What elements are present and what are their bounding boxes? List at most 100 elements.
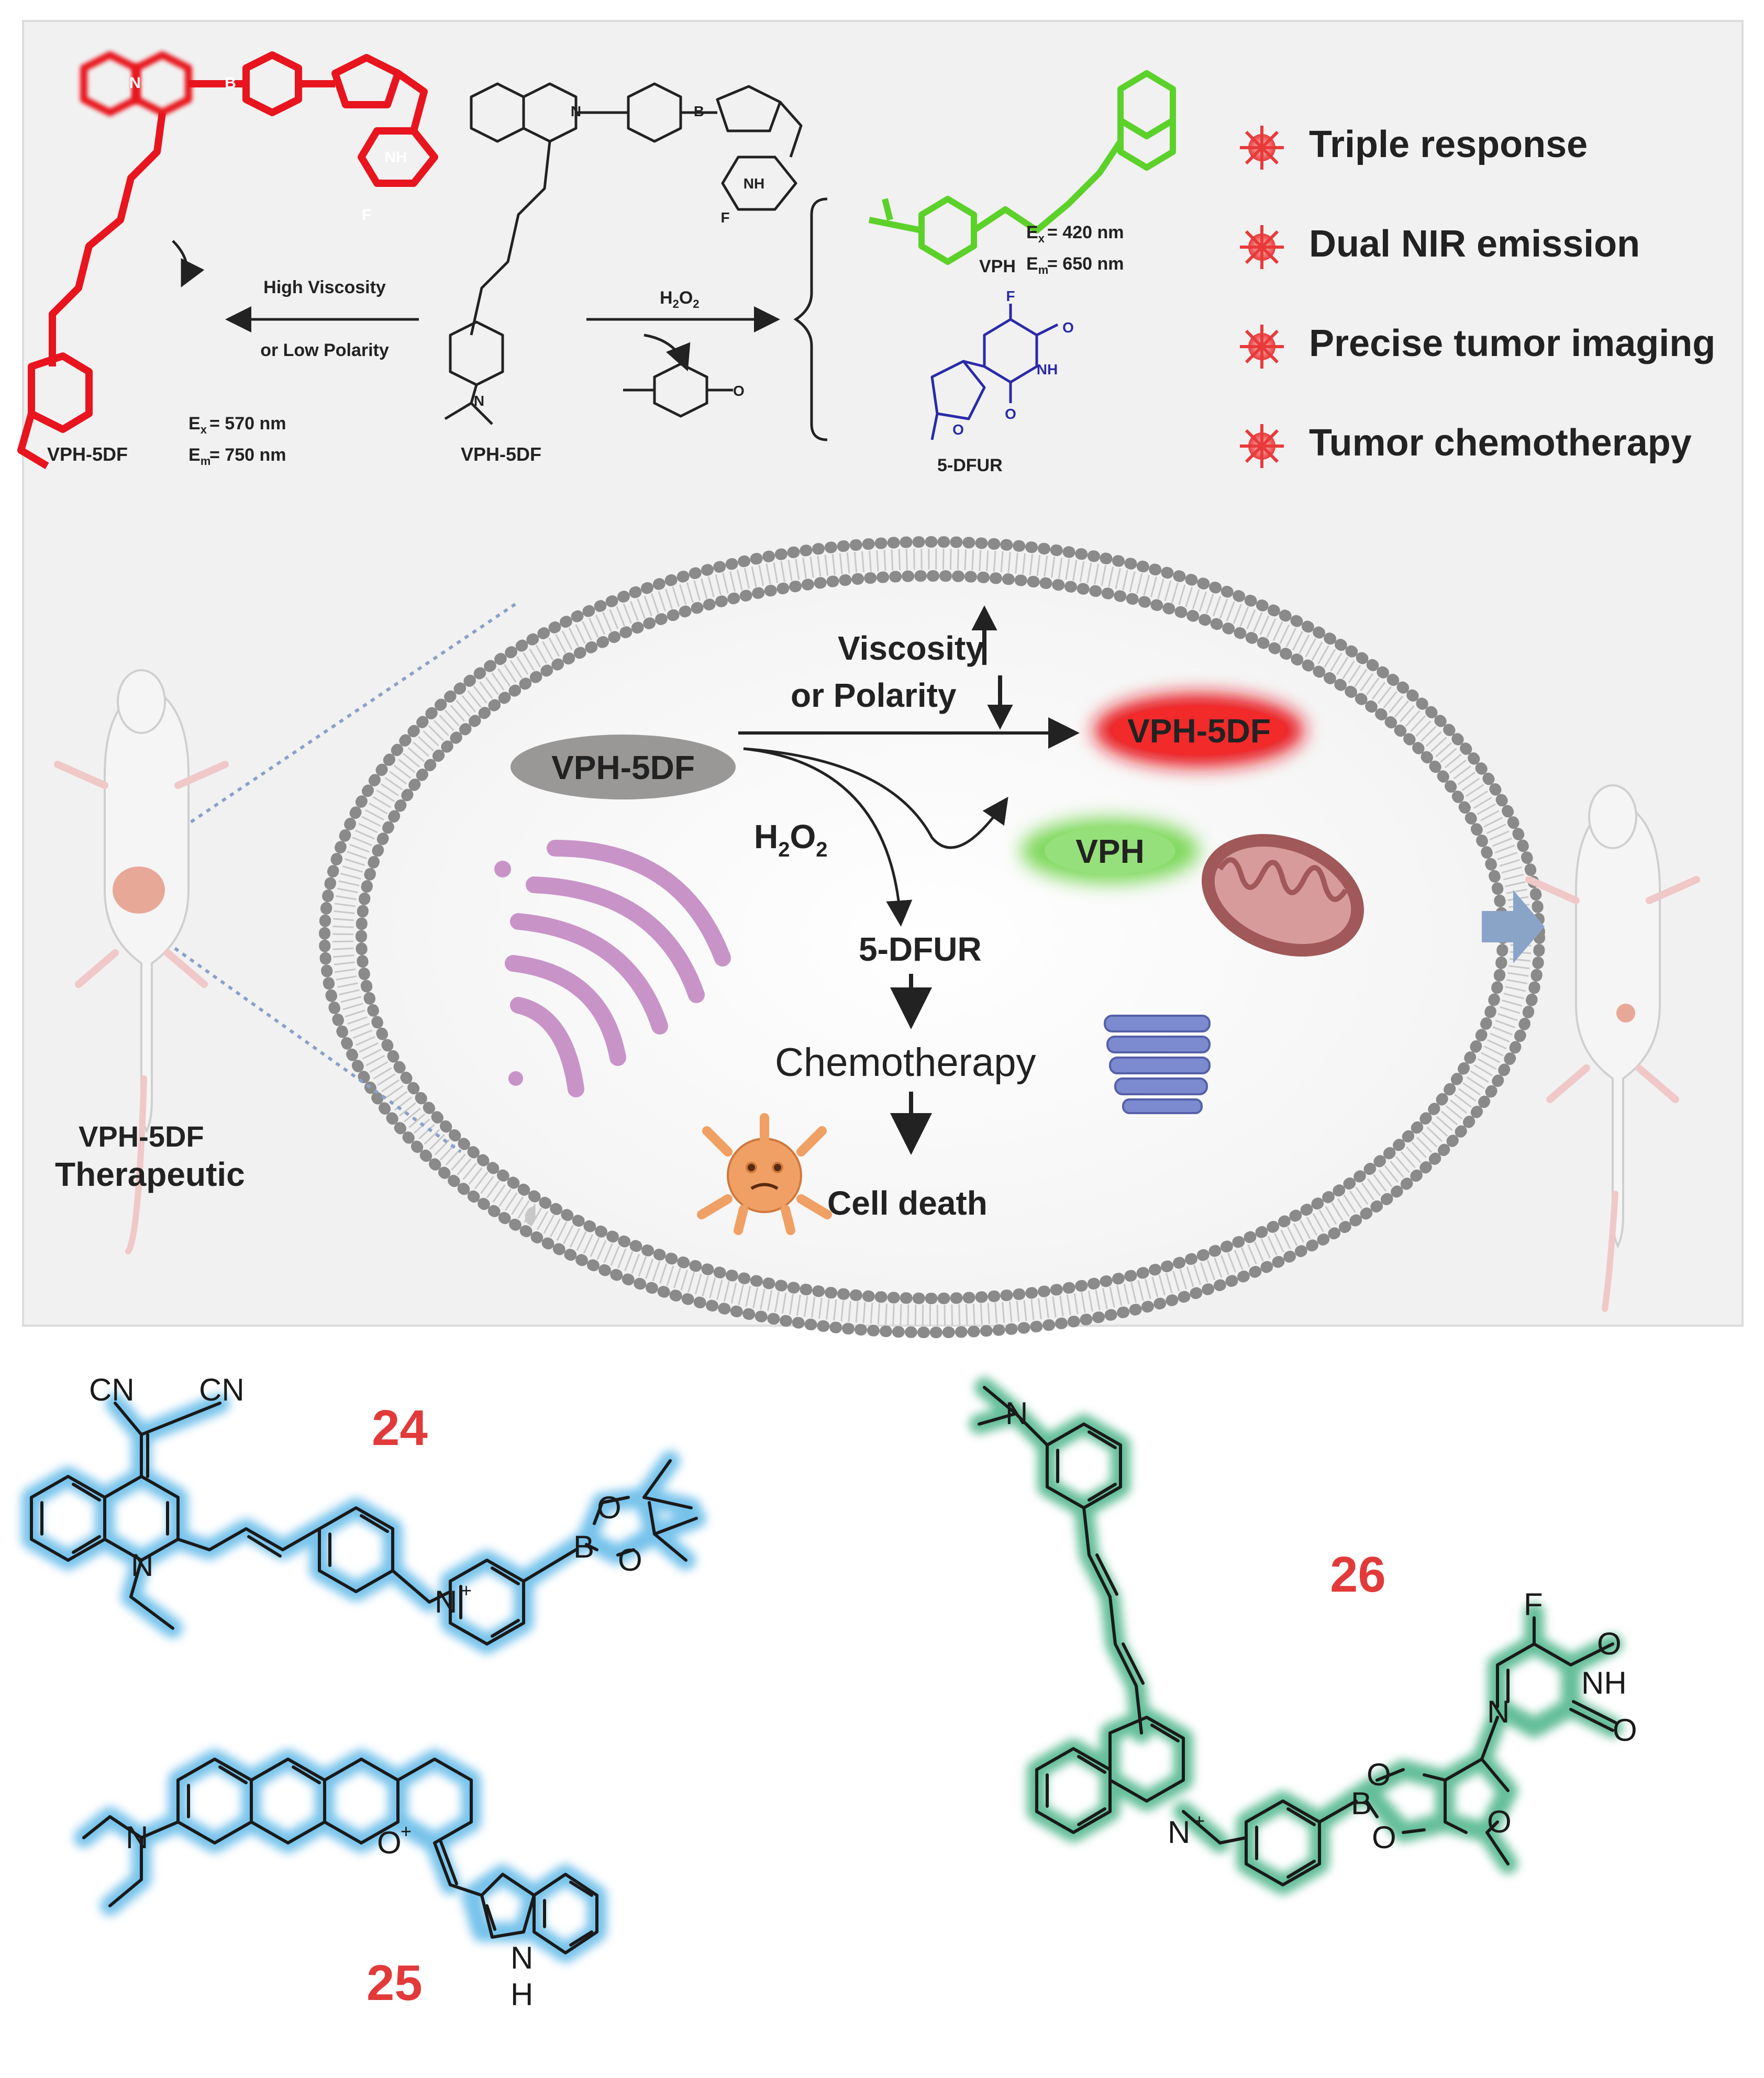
atom-o-26a: O — [1367, 1757, 1391, 1792]
atom-plus-24: + — [461, 1580, 472, 1601]
compound-number-26: 26 — [1330, 1547, 1386, 1603]
atom-n-24: N — [131, 1548, 153, 1583]
atom-b: B — [225, 74, 236, 92]
atom-o-byproduct: O — [733, 383, 745, 399]
feature-label: Triple response — [1309, 124, 1588, 165]
atom-o-dfur-1: O — [1062, 319, 1074, 336]
atom-n-center: N — [474, 393, 484, 409]
compound-26-structure: N N + B O O O N F O NH O — [969, 1377, 1637, 1895]
atom-n-plus: N — [129, 74, 141, 92]
zoom-line-top — [151, 601, 519, 850]
feature-item: Precise tumor imaging — [1248, 323, 1715, 364]
cell-reagent-h2o2: H2O2 — [754, 818, 828, 861]
cell-chemotherapy-label: Chemotherapy — [775, 1040, 1036, 1085]
cell-polarity-label: or Polarity — [791, 676, 957, 714]
ex-value-right: = 420 nm — [1047, 223, 1124, 242]
atom-n-plus-26: N — [1168, 1815, 1190, 1850]
mouse-caption-line2: Therapeutic — [55, 1155, 245, 1193]
atom-f-dfur: F — [1006, 288, 1015, 304]
dfur-blue-labels: F NH O O O — [952, 288, 1074, 438]
feature-label: Dual NIR emission — [1309, 223, 1640, 265]
atom-nh-25-n: N — [511, 1940, 533, 1975]
cell-vph-label: VPH — [1075, 832, 1145, 870]
mouse-with-tumor-illustration — [54, 669, 229, 1254]
atom-cn-1: CN — [89, 1372, 135, 1407]
mitochondrion-icon — [1202, 834, 1364, 957]
treatment-arrow-icon — [1482, 890, 1545, 963]
vph5df-center-structure — [444, 82, 803, 425]
atom-o-26c: O — [1487, 1804, 1512, 1839]
atom-o-24b: O — [618, 1542, 642, 1577]
cell-probe-label: VPH-5DF — [551, 749, 695, 786]
atom-nh: NH — [384, 149, 407, 166]
compound-number-24: 24 — [372, 1400, 428, 1456]
compound-24-structure: CN CN N N + B O O — [21, 1372, 706, 1654]
rotation-arrow — [172, 240, 205, 287]
cell-curve-to-vph — [743, 747, 1008, 849]
cell-curve-to-dfur — [743, 747, 913, 927]
treated-mouse-illustration — [1525, 784, 1700, 1312]
atom-f-center: F — [720, 209, 729, 226]
atom-o-26b: O — [1372, 1820, 1396, 1855]
vph-green-structure — [868, 70, 1176, 265]
label-vph5df-center: VPH-5DF — [461, 443, 541, 465]
atom-plus-25: + — [401, 1820, 412, 1842]
atom-o-dfur-2: O — [1005, 406, 1016, 422]
byproduct-curved-arrow — [644, 334, 691, 372]
dfur-blue-structure — [930, 304, 1059, 440]
em-value-left: = 750 nm — [209, 445, 286, 465]
vph5df-red-labels: N B NH F — [129, 74, 407, 224]
vesicle-icon — [508, 1071, 523, 1086]
feature-list: Triple response Dual NIR emission Precis… — [1240, 124, 1715, 468]
mouse-caption-line1: VPH-5DF — [79, 1120, 204, 1153]
vph-green-core — [1045, 827, 1175, 874]
endoplasmic-reticulum-icon — [1104, 1015, 1211, 1114]
atom-o-plus-25: O — [377, 1825, 402, 1860]
atom-nh-26: NH — [1581, 1665, 1627, 1701]
em-value-right: = 650 nm — [1047, 254, 1124, 274]
cell-product-label: VPH-5DF — [1127, 712, 1271, 750]
product-bracket — [793, 197, 828, 441]
dying-cancer-cell-icon — [697, 1113, 832, 1235]
quinone-methide-byproduct — [623, 362, 733, 418]
atom-nh-dfur: NH — [1037, 361, 1058, 377]
atom-nh-25-h: H — [511, 1977, 533, 2012]
atom-o-24a: O — [597, 1490, 622, 1525]
atom-n-25: N — [126, 1820, 148, 1855]
atom-f-26: F — [1524, 1587, 1543, 1622]
compound-25-structure: N O + N H — [74, 1749, 607, 2012]
atom-n-plus-center: N — [571, 103, 581, 119]
probe-pill — [511, 735, 736, 799]
condition-low-polarity: or Low Polarity — [260, 340, 389, 360]
atom-f: F — [362, 206, 371, 224]
atom-cn-2: CN — [199, 1372, 245, 1407]
label-vph: VPH — [979, 257, 1016, 276]
atom-b-26: B — [1351, 1786, 1372, 1821]
star-rays — [1240, 126, 1284, 468]
atom-n-26b: N — [1487, 1694, 1510, 1729]
vph5df-red-structure — [17, 51, 438, 470]
product-red-core — [1113, 705, 1285, 755]
label-5-dfur-top: 5-DFUR — [937, 455, 1003, 475]
atom-n-26: N — [1005, 1396, 1028, 1431]
atom-b-24: B — [573, 1529, 594, 1564]
vph5df-center-labels: N B NH F N — [474, 103, 764, 409]
atom-plus-26: + — [1194, 1810, 1205, 1831]
cell-drug-label: 5-DFUR — [859, 930, 982, 968]
cell-membrane-outer — [319, 536, 1545, 1338]
atom-n-plus-24: N — [435, 1584, 457, 1619]
atom-o-26e: O — [1613, 1713, 1637, 1748]
zoom-line-bottom — [151, 930, 462, 1153]
feature-item: Tumor chemotherapy — [1248, 422, 1692, 464]
atom-b-center: B — [694, 103, 704, 119]
compound-number-25: 25 — [367, 1955, 423, 2011]
atom-o-26d: O — [1597, 1626, 1622, 1661]
cell-viscosity-label: Viscosity — [838, 629, 984, 667]
label-vph5df-left: VPH-5DF — [47, 443, 128, 465]
vesicle-icon — [494, 861, 511, 877]
golgi-apparatus-icon — [505, 840, 731, 1097]
up-down-arrows — [971, 605, 1013, 730]
feature-label: Tumor chemotherapy — [1309, 422, 1692, 464]
